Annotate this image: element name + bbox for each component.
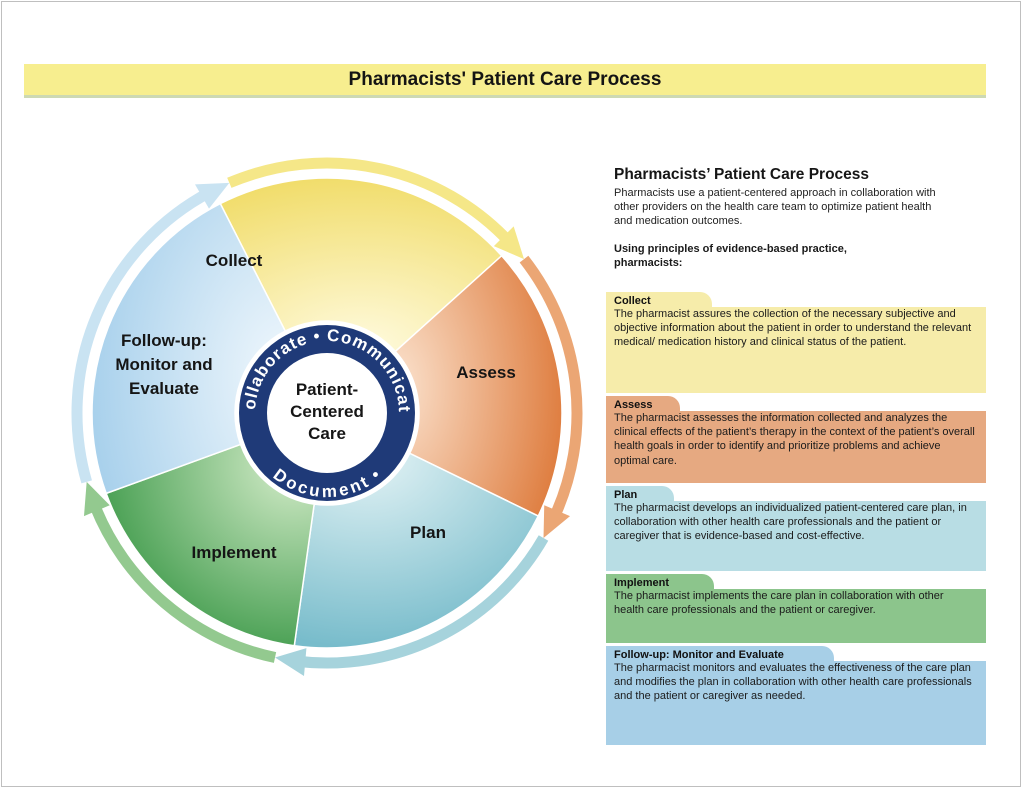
step-list: Collect The pharmacist assures the colle…: [606, 289, 986, 745]
segment-follow-up: [91, 202, 287, 495]
center-label-line: Patient-: [296, 380, 358, 399]
cycle-arrow-assess: [519, 255, 583, 521]
segment-label-line: Collect: [206, 251, 263, 270]
segment-collect: [219, 177, 503, 353]
center-label-line: Centered: [290, 402, 364, 421]
wheel-arrows: [71, 157, 583, 676]
description-panel: Pharmacists’ Patient Care Process Pharma…: [606, 166, 986, 270]
step-text: The pharmacist monitors and evaluates th…: [606, 661, 986, 745]
step-plan: Plan The pharmacist develops an individu…: [606, 483, 986, 571]
segment-assess: [394, 254, 563, 518]
cycle-arrowhead-assess: [543, 505, 571, 538]
cycle-arrow-implement: [88, 500, 277, 663]
step-implement: Implement The pharmacist implements the …: [606, 571, 986, 643]
segment-label-line: Monitor and: [115, 355, 212, 374]
segment-label-collect: Collect: [206, 251, 263, 270]
step-text: The pharmacist assesses the information …: [606, 411, 986, 483]
step-follow-up: Follow-up: Monitor and Evaluate The phar…: [606, 643, 986, 745]
segment-implement: [105, 443, 316, 647]
segment-label-assess: Assess: [456, 363, 516, 382]
page-title-banner: Pharmacists' Patient Care Process: [24, 64, 986, 98]
segment-label-line: Evaluate: [129, 379, 199, 398]
cycle-arrow-follow-up: [71, 187, 213, 484]
cycle-arrow-plan: [295, 535, 549, 669]
panel-principles: Using principles of evidence-based pract…: [614, 242, 847, 269]
step-title: Plan: [606, 486, 674, 501]
segment-label-implement: Implement: [191, 543, 276, 562]
step-title: Collect: [606, 292, 712, 307]
cycle-arrowhead-plan: [275, 648, 307, 676]
step-title: Implement: [606, 574, 714, 589]
segment-label-line: Assess: [456, 363, 516, 382]
cycle-arrow-collect: [227, 157, 514, 247]
step-text: The pharmacist develops an individualize…: [606, 501, 986, 571]
segment-label-line: Plan: [410, 523, 446, 542]
step-text: The pharmacist implements the care plan …: [606, 589, 986, 643]
step-assess: Assess The pharmacist assesses the infor…: [606, 393, 986, 483]
cycle-arrowhead-collect: [493, 226, 525, 260]
hub-center: [267, 353, 387, 473]
panel-intro: Pharmacists use a patient-centered appro…: [614, 187, 936, 228]
segment-label-plan: Plan: [410, 523, 446, 542]
cycle-arrowhead-follow-up: [195, 182, 230, 209]
step-title: Follow-up: Monitor and Evaluate: [606, 646, 834, 661]
segment-plan: [293, 452, 540, 649]
panel-title: Pharmacists’ Patient Care Process: [614, 166, 870, 183]
page-title: Pharmacists' Patient Care Process: [348, 69, 662, 90]
center-label-line: Care: [308, 424, 346, 443]
segment-label-line: Implement: [191, 543, 276, 562]
cycle-arrowhead-implement: [83, 481, 110, 517]
step-collect: Collect The pharmacist assures the colle…: [606, 289, 986, 393]
step-title: Assess: [606, 396, 680, 411]
segment-label-line: Follow-up:: [121, 331, 207, 350]
step-text: The pharmacist assures the collection of…: [606, 307, 986, 393]
wheel-segments: [91, 177, 563, 649]
